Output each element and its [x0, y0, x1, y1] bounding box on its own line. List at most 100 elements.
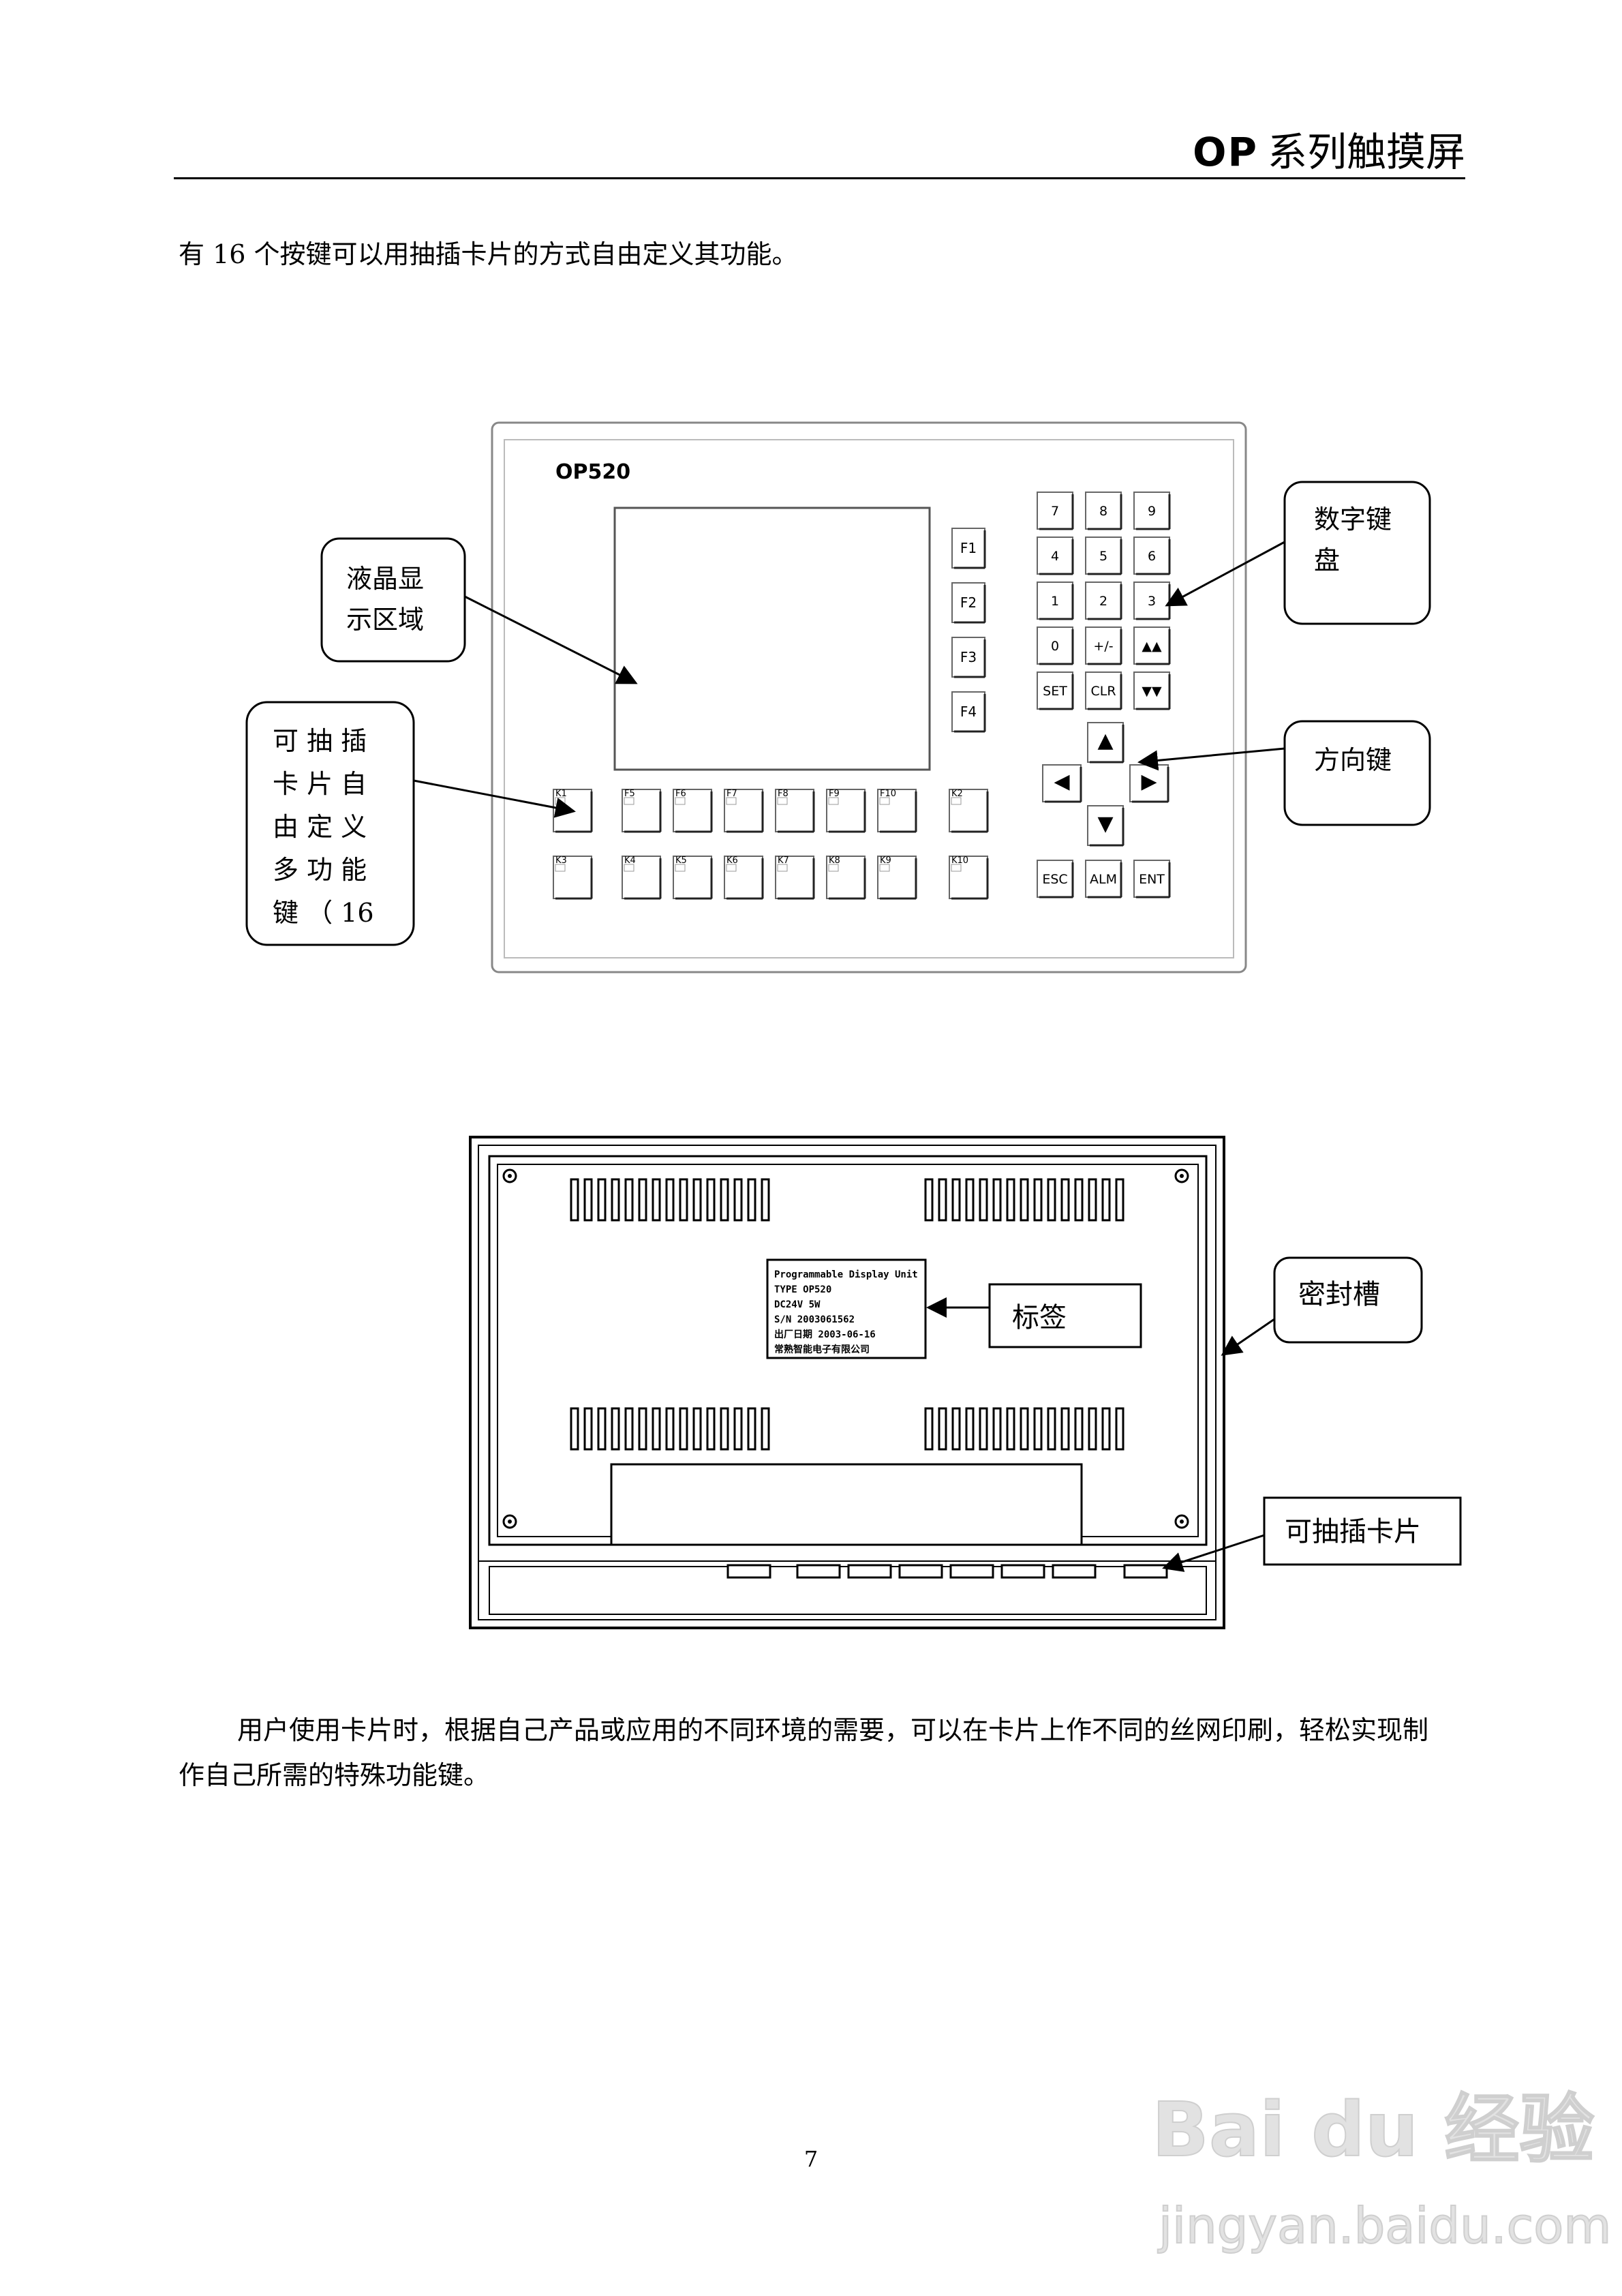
- numpad-key-12-label: SET: [1043, 684, 1067, 699]
- numpad-key-7[interactable]: 2: [1085, 581, 1122, 620]
- insert-card-2[interactable]: [847, 1564, 892, 1579]
- card-key-r2-1-label: K4: [624, 856, 636, 866]
- numpad-key-6[interactable]: 1: [1037, 581, 1074, 620]
- numpad-key-0-label: 7: [1051, 504, 1059, 519]
- screw-bottom-left: [502, 1514, 517, 1529]
- callout-arrows: 方向键: [1314, 745, 1392, 775]
- callouts-front: 液晶显 示区域 数字键 盘 方向键 可 抽 插 卡 片 自 由 定 义 多 功 …: [245, 481, 1431, 946]
- numpad-key-7-label: 2: [1099, 594, 1107, 609]
- numpad-key-14-label: ▼▼: [1142, 684, 1162, 699]
- card-key-r1-4[interactable]: F8: [775, 789, 815, 833]
- card-key-r2-7[interactable]: K10: [949, 856, 989, 900]
- insert-card-0[interactable]: [726, 1564, 771, 1579]
- callout-multi-line3: 由 定 义: [273, 812, 367, 842]
- insert-card-4[interactable]: [949, 1564, 994, 1579]
- numpad-key-9[interactable]: 0: [1037, 626, 1074, 665]
- label-line4: S/N 2003061562: [774, 1314, 855, 1325]
- fkey-1[interactable]: F1: [951, 528, 986, 569]
- card-key-r2-3-label: K6: [726, 856, 738, 866]
- card-slot-cover: [610, 1463, 1083, 1546]
- card-key-r1-5-label: F9: [829, 789, 840, 799]
- insert-card-7[interactable]: [1123, 1564, 1168, 1579]
- numpad-key-3[interactable]: 4: [1037, 537, 1074, 575]
- numpad-key-13[interactable]: CLR: [1085, 671, 1122, 710]
- numpad-key-5[interactable]: 6: [1133, 537, 1171, 575]
- numpad-key-10[interactable]: +/-: [1085, 626, 1122, 665]
- label-line5: 出厂日期 2003-06-16: [774, 1329, 876, 1340]
- card-key-r1-3[interactable]: F7: [724, 789, 764, 833]
- nameplate: [766, 1258, 927, 1359]
- intro-paragraph: 有 16 个按键可以用抽插卡片的方式自由定义其功能。: [179, 239, 798, 269]
- numpad-key-6-label: 1: [1051, 594, 1059, 609]
- card-key-r1-2[interactable]: F6: [673, 789, 713, 833]
- arrow-up-key[interactable]: ▲: [1087, 722, 1124, 764]
- bottom-key-0[interactable]: ESC: [1037, 860, 1074, 898]
- numpad-key-5-label: 6: [1148, 549, 1156, 564]
- numpad-key-12[interactable]: SET: [1037, 671, 1074, 710]
- fkey-3-label: F3: [960, 649, 977, 665]
- card-key-r2-6[interactable]: K9: [877, 856, 917, 900]
- card-key-r2-2-label: K5: [675, 856, 687, 866]
- callout-lcd-line1: 液晶显: [346, 564, 424, 594]
- card-key-r1-2-label: F6: [675, 789, 686, 799]
- numpad-key-10-label: +/-: [1093, 639, 1113, 654]
- card-key-r1-6[interactable]: F10: [877, 789, 917, 833]
- card-key-r2-5[interactable]: K8: [826, 856, 866, 900]
- fkey-2-label: F2: [960, 594, 977, 611]
- model-label: OP520: [555, 460, 630, 484]
- card-key-r1-0[interactable]: K1: [553, 789, 593, 833]
- bottom-keys: ESC ALM ENT: [1037, 860, 1171, 898]
- card-key-r2-1[interactable]: K4: [622, 856, 662, 900]
- insert-card-1[interactable]: [796, 1564, 841, 1579]
- fkey-2[interactable]: F2: [951, 582, 986, 624]
- card-key-r2-4-label: K7: [778, 856, 789, 866]
- card-key-r1-1[interactable]: F5: [622, 789, 662, 833]
- numpad-key-4[interactable]: 5: [1085, 537, 1122, 575]
- card-key-r1-5[interactable]: F9: [826, 789, 866, 833]
- arrow-left-key-label: ◀: [1054, 770, 1069, 794]
- bottom-key-2[interactable]: ENT: [1133, 860, 1171, 898]
- lcd-display-area: [613, 507, 931, 771]
- numpad-key-11-label: ▲▲: [1142, 639, 1162, 654]
- card-key-r2-3[interactable]: K6: [724, 856, 764, 900]
- arrow-left-key[interactable]: ◀: [1042, 764, 1082, 803]
- label-line2: TYPE OP520: [774, 1284, 831, 1295]
- card-key-r2-0[interactable]: K3: [553, 856, 593, 900]
- numpad-key-13-label: CLR: [1090, 684, 1116, 699]
- numpad-key-0[interactable]: 7: [1037, 492, 1074, 530]
- numpad-key-4-label: 5: [1099, 549, 1107, 564]
- arrow-right-key[interactable]: ▶: [1129, 764, 1169, 803]
- fkey-4[interactable]: F4: [951, 691, 986, 733]
- card-key-r2-2[interactable]: K5: [673, 856, 713, 900]
- card-key-r2-4[interactable]: K7: [775, 856, 815, 900]
- numpad-key-2[interactable]: 9: [1133, 492, 1171, 530]
- insert-card-3[interactable]: [898, 1564, 943, 1579]
- insert-card-6[interactable]: [1052, 1564, 1097, 1579]
- card-key-r1-7[interactable]: K2: [949, 789, 989, 833]
- callout-groove: 密封槽: [1298, 1279, 1380, 1310]
- direction-keys: ▲ ◀ ▶ ▼: [1042, 722, 1169, 847]
- bottom-key-1[interactable]: ALM: [1085, 860, 1122, 898]
- numpad-key-3-label: 4: [1051, 549, 1059, 564]
- bottom-key-1-label: ALM: [1090, 872, 1117, 887]
- card-key-r2-5-label: K8: [829, 856, 840, 866]
- arrow-down-key-label: ▼: [1097, 812, 1113, 836]
- insert-cards: [726, 1564, 1168, 1579]
- callout-label: 标签: [1012, 1302, 1067, 1333]
- numpad-key-8[interactable]: 3: [1133, 581, 1171, 620]
- card-key-r2-0-label: K3: [555, 856, 567, 866]
- insert-card-5[interactable]: [1000, 1564, 1045, 1579]
- arrow-down-key[interactable]: ▼: [1087, 805, 1124, 847]
- callout-multi-line1: 可 抽 插: [273, 726, 367, 756]
- fkey-3[interactable]: F3: [951, 637, 986, 678]
- numpad-key-14[interactable]: ▼▼: [1133, 671, 1171, 710]
- callout-numpad-line2: 盘: [1314, 545, 1340, 575]
- numpad-key-11[interactable]: ▲▲: [1133, 626, 1171, 665]
- arrow-up-key-label: ▲: [1097, 729, 1113, 753]
- numpad-key-1[interactable]: 8: [1085, 492, 1122, 530]
